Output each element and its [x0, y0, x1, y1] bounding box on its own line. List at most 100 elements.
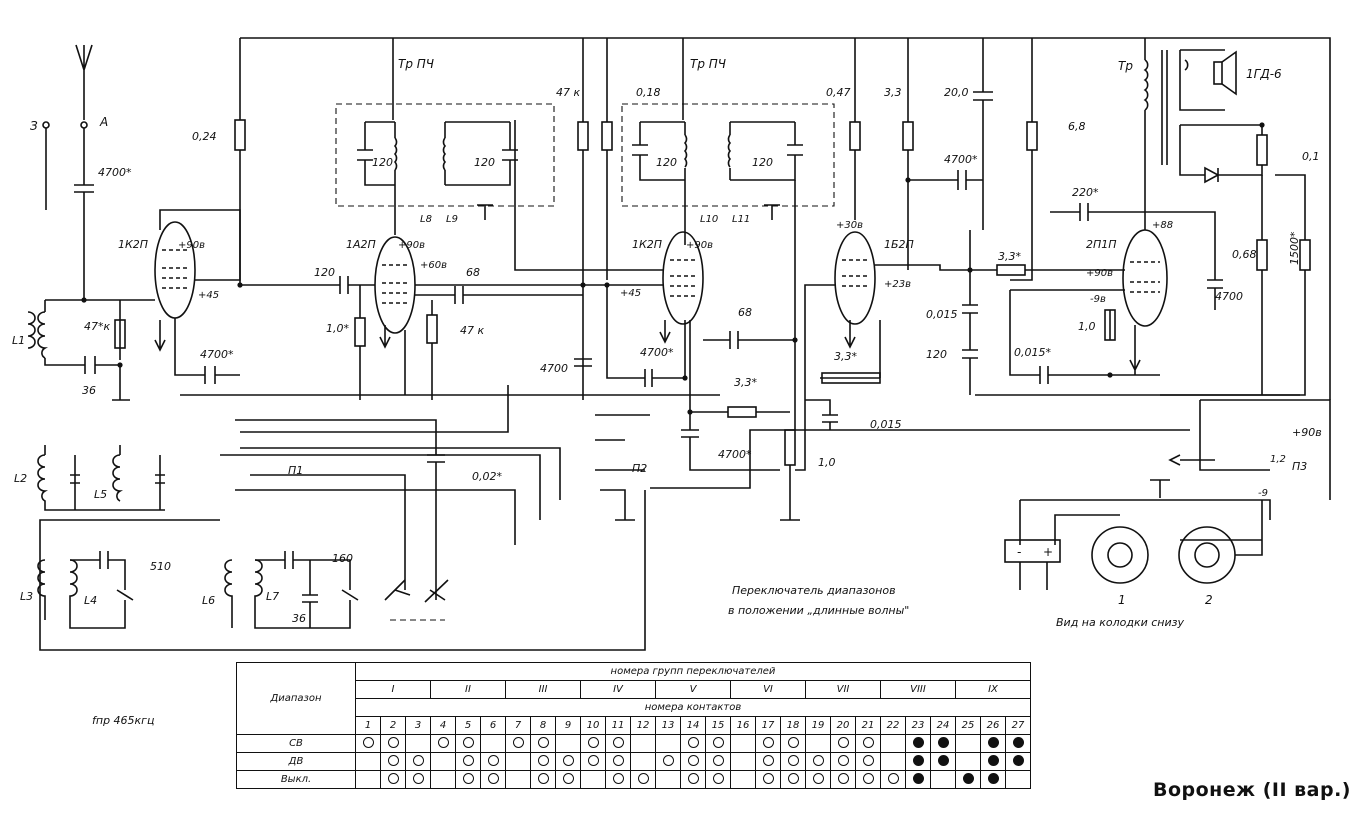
contact-cell [430, 734, 456, 753]
capacitor-68-a-label: 68 [466, 266, 480, 279]
group-header: VIII [880, 680, 956, 699]
tube-3-anode-voltage: +90в [686, 240, 713, 251]
coil-l3-label: L3 [20, 590, 33, 603]
contact-cell [630, 752, 656, 771]
open-contact-mark [487, 754, 499, 766]
contact-cell [980, 752, 1006, 771]
capacitor-120-e-label: 120 [926, 348, 947, 361]
open-contact-mark [437, 736, 449, 748]
contact-cell [455, 770, 481, 789]
contact-cell [530, 770, 556, 789]
tube-5-bias-voltage: -9в [1090, 294, 1106, 305]
contact-number: 8 [530, 716, 556, 735]
resistor-047-label: 0,47 [826, 86, 851, 99]
resistor-10-grid-label: 1,0* [326, 322, 349, 335]
contact-number: 1 [355, 716, 381, 735]
switch-p3-bias: -9 [1258, 488, 1268, 499]
range-name: СВ [236, 734, 356, 753]
contact-number: 14 [680, 716, 706, 735]
contact-number: 2 [380, 716, 406, 735]
closed-contact-mark [962, 772, 974, 784]
contact-cell [605, 734, 631, 753]
contact-number: 9 [555, 716, 581, 735]
socket-2-label: 2 [1205, 593, 1213, 607]
contact-cell [855, 770, 881, 789]
tube-2-anode-voltage: +90в [398, 240, 425, 251]
contact-cell [655, 752, 681, 771]
contact-cell [755, 752, 781, 771]
contact-number: 24 [930, 716, 956, 735]
contact-cell [980, 770, 1006, 789]
capacitor-0015-b-label: 0,015 [870, 418, 902, 431]
group-header: VI [730, 680, 806, 699]
capacitor-4700-g-label: 4700 [1215, 290, 1243, 303]
open-contact-mark [787, 772, 799, 784]
closed-contact-mark [987, 736, 999, 748]
contact-number: 22 [880, 716, 906, 735]
resistor-10-b-label: 1,0 [1078, 320, 1096, 333]
contact-cell [855, 734, 881, 753]
contact-cell [405, 770, 431, 789]
contact-cell [530, 734, 556, 753]
contact-number: 20 [830, 716, 856, 735]
open-contact-mark [712, 754, 724, 766]
open-contact-mark [762, 736, 774, 748]
coil-l5-label: L5 [94, 488, 107, 501]
open-contact-mark [837, 736, 849, 748]
capacitor-36-b-label: 36 [292, 612, 306, 625]
open-contact-mark [537, 736, 549, 748]
coil-l2-label: L2 [14, 472, 27, 485]
group-header: II [430, 680, 506, 699]
open-contact-mark [587, 736, 599, 748]
contact-cell [480, 770, 506, 789]
switch-p3-voltage: +90в [1292, 426, 1322, 439]
coil-l6-label: L6 [202, 594, 215, 607]
resistor-018-label: 0,18 [636, 86, 661, 99]
switch-p1-label: П1 [288, 464, 303, 477]
contact-cell [430, 770, 456, 789]
closed-contact-mark [912, 754, 924, 766]
contacts-header: номера контактов [355, 698, 1031, 717]
contact-cell [705, 752, 731, 771]
contact-cell [980, 734, 1006, 753]
open-contact-mark [612, 736, 624, 748]
contact-cell [405, 752, 431, 771]
contact-cell [555, 752, 581, 771]
open-contact-mark [562, 754, 574, 766]
contact-number: 27 [1005, 716, 1031, 735]
group-header: IV [580, 680, 656, 699]
contact-cell [505, 734, 531, 753]
switch-p3-label: П3 [1292, 460, 1307, 473]
open-contact-mark [412, 772, 424, 784]
contact-cell [930, 734, 956, 753]
contact-cell [630, 770, 656, 789]
coil-l7-label: L7 [266, 590, 279, 603]
tube-4-label: 1Б2П [884, 238, 914, 251]
capacitor-120-grid-label: 120 [314, 266, 335, 279]
contact-number: 10 [580, 716, 606, 735]
open-contact-mark [712, 772, 724, 784]
contact-cell [480, 752, 506, 771]
ground-terminal-label: З [30, 119, 38, 133]
tube-4-anode-voltage: +30в [836, 220, 863, 231]
contact-cell [355, 770, 381, 789]
capacitor-002-label: 0,02* [472, 470, 502, 483]
contact-cell [680, 770, 706, 789]
contact-cell [530, 752, 556, 771]
contact-cell [655, 734, 681, 753]
volume-control-label: 1,0 [818, 456, 836, 469]
closed-contact-mark [1012, 754, 1024, 766]
contact-cell [930, 770, 956, 789]
battery-plus-label: + [1043, 545, 1053, 559]
open-contact-mark [687, 736, 699, 748]
closed-contact-mark [987, 754, 999, 766]
closed-contact-mark [912, 772, 924, 784]
open-contact-mark [462, 754, 474, 766]
contact-cell [805, 734, 831, 753]
open-contact-mark [887, 772, 899, 784]
coil-l9-label: L9 [446, 214, 458, 225]
contact-cell [505, 770, 531, 789]
closed-contact-mark [1012, 736, 1024, 748]
contact-cell [730, 770, 756, 789]
